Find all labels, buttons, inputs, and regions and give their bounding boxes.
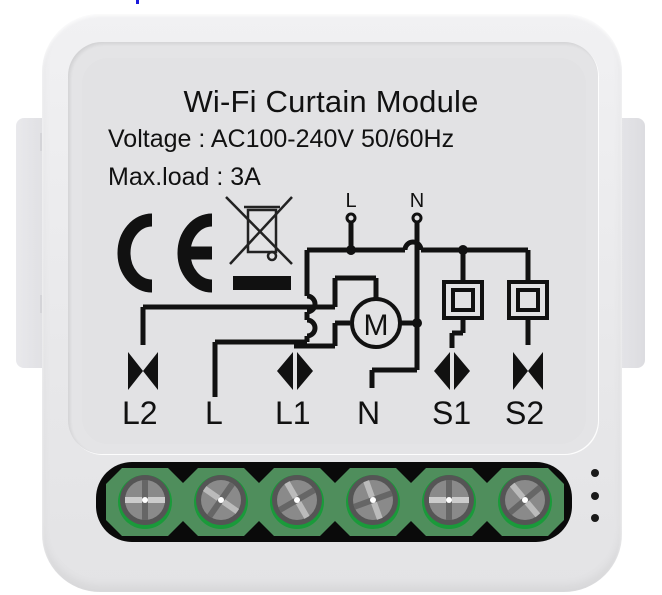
screw-terminal-l2[interactable] [106,466,184,538]
junction-dots [346,245,468,328]
terminal-label-s1: S1 [432,395,472,431]
switch-inputs [442,280,549,320]
supply-label-l: L [345,190,356,212]
device-title: Wi-Fi Curtain Module [183,84,479,119]
indicator-dot [591,469,599,477]
terminal-label-l: L [205,395,223,431]
cursor-mark [136,0,139,4]
max-load-spec: Max.load : 3A [108,163,261,191]
motor-icon [350,297,402,349]
screw-terminal-s2[interactable] [486,466,564,538]
terminal-label-l1: L1 [275,395,311,431]
screw-terminal-s1[interactable] [410,466,488,538]
terminal-symbols [128,352,543,390]
supply-label-n: N [410,190,424,212]
screw-terminal-n[interactable] [334,466,412,538]
screw-terminal-l[interactable] [182,466,260,538]
terminal-label-s2: S2 [505,395,545,431]
weee-bin-icon [225,196,293,265]
indicator-dot [591,514,599,522]
voltage-spec: Voltage : AC100-240V 50/60Hz [108,125,455,153]
motor-label: M [364,309,389,342]
terminal-label-n: N [357,395,381,431]
weee-bar [233,276,291,290]
screw-terminal-l1[interactable] [258,466,336,538]
wires [140,222,531,397]
indicator-dot [591,492,599,500]
terminal-label-l2: L2 [122,395,158,431]
supply-terminals [345,212,423,224]
ce-mark-icon [117,213,213,293]
